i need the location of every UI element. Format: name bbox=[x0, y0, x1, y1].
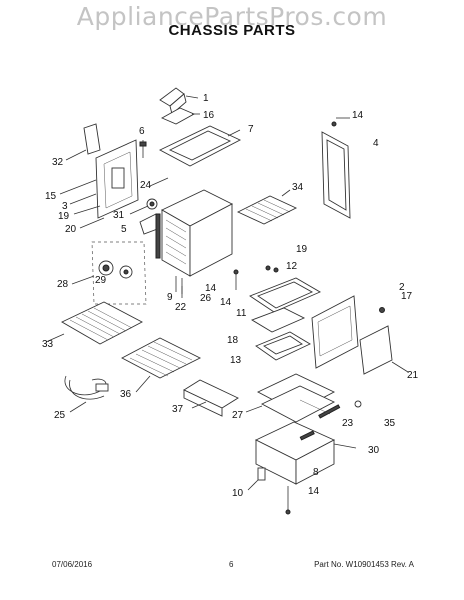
part-30-lower-box bbox=[254, 421, 357, 485]
part-10-14-fittings bbox=[247, 467, 291, 515]
callout-14c: 14 bbox=[220, 297, 232, 308]
part-16-plate bbox=[160, 107, 200, 125]
callout-4: 4 bbox=[373, 138, 379, 149]
callout-28: 28 bbox=[57, 279, 69, 290]
part-27-burner-box bbox=[245, 373, 362, 423]
part-left-side-panel bbox=[59, 139, 139, 229]
callout-10: 10 bbox=[232, 488, 244, 499]
callout-7: 7 bbox=[248, 124, 254, 135]
part-36-wire-rack bbox=[121, 337, 202, 393]
callout-31: 31 bbox=[113, 210, 125, 221]
callout-23: 23 bbox=[342, 418, 354, 429]
callout-19b: 19 bbox=[296, 244, 308, 255]
callout-15: 15 bbox=[45, 191, 57, 202]
callout-35: 35 bbox=[384, 418, 396, 429]
callout-12: 12 bbox=[286, 261, 298, 272]
callout-29: 29 bbox=[95, 275, 107, 286]
callout-24: 24 bbox=[140, 180, 152, 191]
callout-37: 37 bbox=[172, 404, 184, 415]
page-title: CHASSIS PARTS bbox=[168, 22, 296, 39]
part-6-screw bbox=[139, 140, 147, 158]
callout-32: 32 bbox=[52, 157, 64, 168]
callout-1: 1 bbox=[203, 93, 209, 104]
part-4-gasket bbox=[321, 117, 351, 219]
callout-14d: 14 bbox=[308, 486, 320, 497]
callout-5: 5 bbox=[121, 224, 127, 235]
part-21-rear-panel bbox=[311, 295, 409, 375]
callout-34: 34 bbox=[292, 182, 304, 193]
callout-2: 2 bbox=[399, 282, 405, 293]
part-1-bracket bbox=[159, 87, 199, 115]
callout-3: 3 bbox=[62, 201, 68, 212]
part-18-13-trays bbox=[250, 307, 311, 361]
callout-30: 30 bbox=[368, 445, 380, 456]
callout-36: 36 bbox=[120, 389, 132, 400]
footer-part-number: Part No. W10901453 Rev. A bbox=[314, 560, 414, 569]
callout-25: 25 bbox=[54, 410, 66, 421]
callout-26: 26 bbox=[200, 293, 212, 304]
callout-19a: 19 bbox=[58, 211, 70, 222]
footer-date: 07/06/2016 bbox=[52, 560, 93, 569]
part-7-top-frame bbox=[159, 125, 242, 167]
callout-18: 18 bbox=[227, 335, 239, 346]
callout-14b: 14 bbox=[205, 283, 217, 294]
callout-14a: 14 bbox=[352, 110, 364, 121]
callout-8: 8 bbox=[313, 467, 319, 478]
callout-17: 17 bbox=[401, 291, 413, 302]
callout-16: 16 bbox=[203, 110, 215, 121]
callout-13: 13 bbox=[230, 355, 242, 366]
part-34-broil-rack bbox=[236, 189, 298, 225]
callout-20: 20 bbox=[65, 224, 77, 235]
part-11-window-frame bbox=[249, 277, 321, 313]
part-9-22-26-screws bbox=[181, 265, 279, 298]
part-37-drawer bbox=[183, 379, 239, 417]
part-33-oven-rack bbox=[45, 301, 143, 345]
callout-21: 21 bbox=[407, 370, 419, 381]
callout-22: 22 bbox=[175, 302, 187, 313]
callout-11: 11 bbox=[236, 308, 247, 319]
callout-27: 27 bbox=[232, 410, 244, 421]
footer-page-number: 6 bbox=[229, 560, 234, 569]
part-28-29-dashed-group bbox=[71, 241, 147, 305]
callout-9: 9 bbox=[167, 292, 173, 303]
callout-6: 6 bbox=[139, 126, 145, 137]
part-25-wire-harness bbox=[64, 375, 109, 413]
part-oven-cavity bbox=[155, 189, 233, 294]
part-32-bracket bbox=[65, 123, 101, 161]
watermark: AppliancePartsPros.com bbox=[76, 2, 388, 31]
callout-33: 33 bbox=[42, 339, 54, 350]
